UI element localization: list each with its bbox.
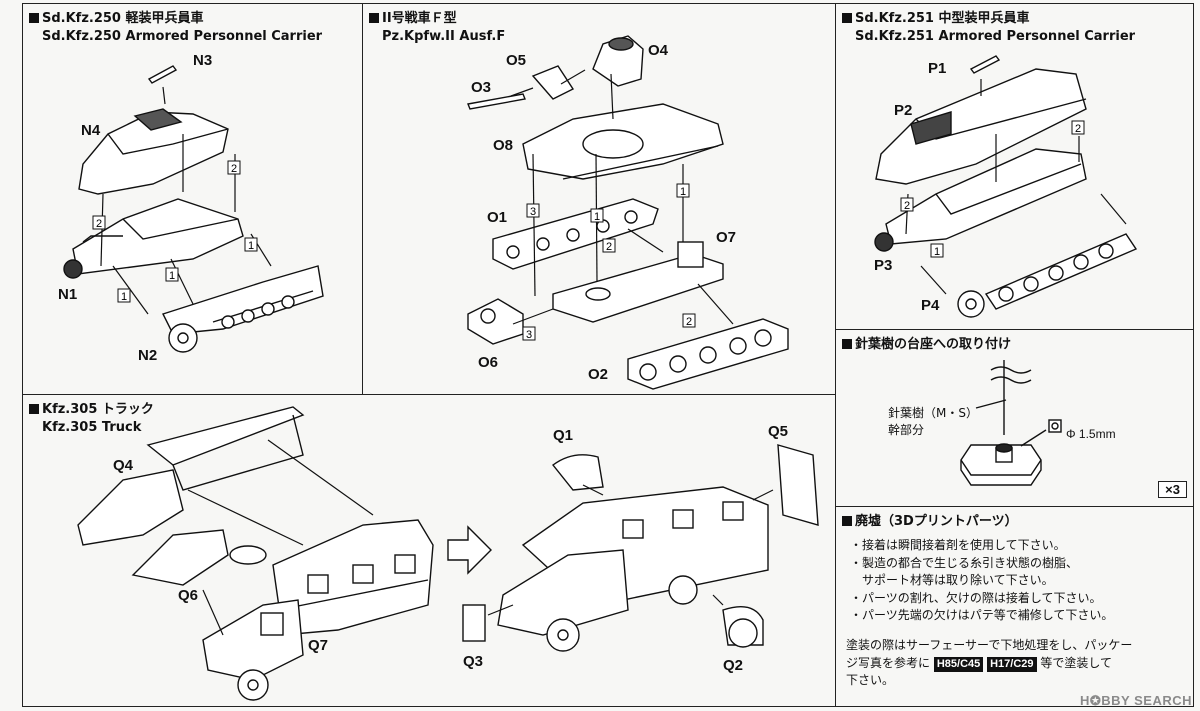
title-marker: [842, 339, 852, 349]
watermark: H✪BBY SEARCH: [1080, 693, 1192, 708]
step-number: 2: [96, 218, 102, 230]
part-label: P1: [928, 60, 947, 77]
part-label: N3: [193, 52, 213, 69]
panel-sdkfz250: Sd.Kfz.250 軽装甲兵員車 Sd.Kfz.250 Armored Per…: [22, 3, 363, 395]
truck-title-en: Kfz.305 Truck: [42, 420, 142, 435]
part-label: O6: [478, 354, 499, 371]
panel-ruins: 廃墟（3Dプリントパーツ） ・接着は瞬間接着剤を使用して下さい。 ・製造の都合で…: [835, 506, 1194, 707]
title-marker: [369, 13, 379, 23]
part-label: P2: [894, 102, 913, 119]
step-number: 2: [904, 200, 910, 212]
part-label: O3: [471, 79, 492, 96]
part-label: P3: [874, 257, 893, 274]
pz2-exploded-diagram: 3 1 1 2 3 2: [467, 35, 789, 390]
step-number: 2: [231, 163, 237, 175]
step-number: 1: [121, 291, 127, 303]
part-label: N4: [81, 122, 101, 139]
panel-kfz305: Kfz.305 トラック Kfz.305 Truck: [22, 394, 836, 707]
sdkfz251-exploded-diagram: 2 2 1: [874, 55, 1138, 318]
note-line: ・パーツ先端の欠けはパテ等で補修して下さい。: [850, 608, 1114, 622]
step-number: 3: [530, 206, 536, 218]
truck-title: Kfz.305 トラック Kfz.305 Truck: [29, 401, 154, 437]
note-line: ・製造の都合で生じる糸引き状態の樹脂、: [850, 555, 1079, 570]
part-label: Q4: [113, 457, 134, 474]
step-number: 1: [934, 246, 940, 258]
painting-instructions: 塗装の際はサーフェーサーで下地処理をし、パッケー ジ写真を参考に H85/C45…: [846, 638, 1133, 687]
tree-title: 針葉樹の台座への取り付け: [842, 336, 1011, 354]
ruins-notes: ・接着は瞬間接着剤を使用して下さい。 ・製造の都合で生じる糸引き状態の樹脂、 サ…: [850, 537, 1180, 625]
step-number: 1: [594, 211, 600, 223]
title-marker: [842, 516, 852, 526]
part-label: N1: [58, 286, 78, 303]
note-line: ・パーツの割れ、欠けの際は接着して下さい。: [850, 590, 1102, 605]
tree-base-diagram: [960, 360, 1062, 486]
part-label: O7: [716, 229, 737, 246]
panel-sdkfz251: Sd.Kfz.251 中型装甲兵員車 Sd.Kfz.251 Armored Pe…: [835, 3, 1194, 330]
part-label: Q2: [723, 657, 744, 674]
part-label: Q3: [463, 653, 484, 670]
part-label: N2: [138, 347, 158, 364]
step-number: 3: [526, 329, 532, 341]
part-label: Q1: [553, 427, 574, 444]
paint-code: H85/C45: [933, 656, 984, 672]
sdkfz251-title: Sd.Kfz.251 中型装甲兵員車 Sd.Kfz.251 Armored Pe…: [842, 10, 1135, 46]
title-marker: [29, 404, 39, 414]
sdkfz251-title-en: Sd.Kfz.251 Armored Personnel Carrier: [855, 29, 1136, 44]
title-marker: [29, 13, 39, 23]
note-line: サポート材等は取り除いて下さい。: [850, 573, 1054, 587]
tree-trunk-label: 針葉樹（M・S） 幹部分: [888, 406, 978, 437]
step-number: 2: [1075, 123, 1081, 135]
step-number: 1: [680, 186, 686, 198]
pz2-title-en: Pz.Kpfw.II Ausf.F: [382, 29, 506, 44]
part-label: O8: [493, 137, 514, 154]
title-marker: [842, 13, 852, 23]
truck-exploded-diagram: [77, 406, 819, 701]
panel-pz2: II号戦車Ｆ型 Pz.Kpfw.II Ausf.F: [362, 3, 836, 395]
step-number: 2: [606, 241, 612, 253]
part-label: O4: [648, 42, 669, 59]
note-line: ・接着は瞬間接着剤を使用して下さい。: [850, 538, 1066, 552]
ruins-title: 廃墟（3Dプリントパーツ）: [842, 513, 1018, 531]
hole-diameter-label: Φ 1.5mm: [1066, 427, 1116, 441]
paint-code: H17/C29: [987, 656, 1037, 672]
pz2-title: II号戦車Ｆ型 Pz.Kpfw.II Ausf.F: [369, 10, 505, 46]
part-label: Q5: [768, 423, 789, 440]
part-label: O5: [506, 52, 527, 69]
sdkfz250-title-en: Sd.Kfz.250 Armored Personnel Carrier: [42, 29, 323, 44]
part-label: Q7: [308, 637, 329, 654]
panel-tree-base: 針葉樹の台座への取り付け 針葉樹（M・S） 幹部分 Φ 1.5mm ×3: [835, 329, 1194, 507]
quantity-badge: ×3: [1158, 481, 1187, 498]
part-label: O2: [588, 366, 609, 383]
step-number: 2: [686, 316, 692, 328]
part-label: O1: [487, 209, 508, 226]
sdkfz250-title: Sd.Kfz.250 軽装甲兵員車 Sd.Kfz.250 Armored Per…: [29, 10, 322, 46]
part-label: Q6: [178, 587, 199, 604]
step-number: 1: [169, 270, 175, 282]
part-label: P4: [921, 297, 940, 314]
step-number: 1: [248, 240, 254, 252]
sdkfz250-exploded-diagram: 2 2 1 1 1: [63, 65, 324, 353]
